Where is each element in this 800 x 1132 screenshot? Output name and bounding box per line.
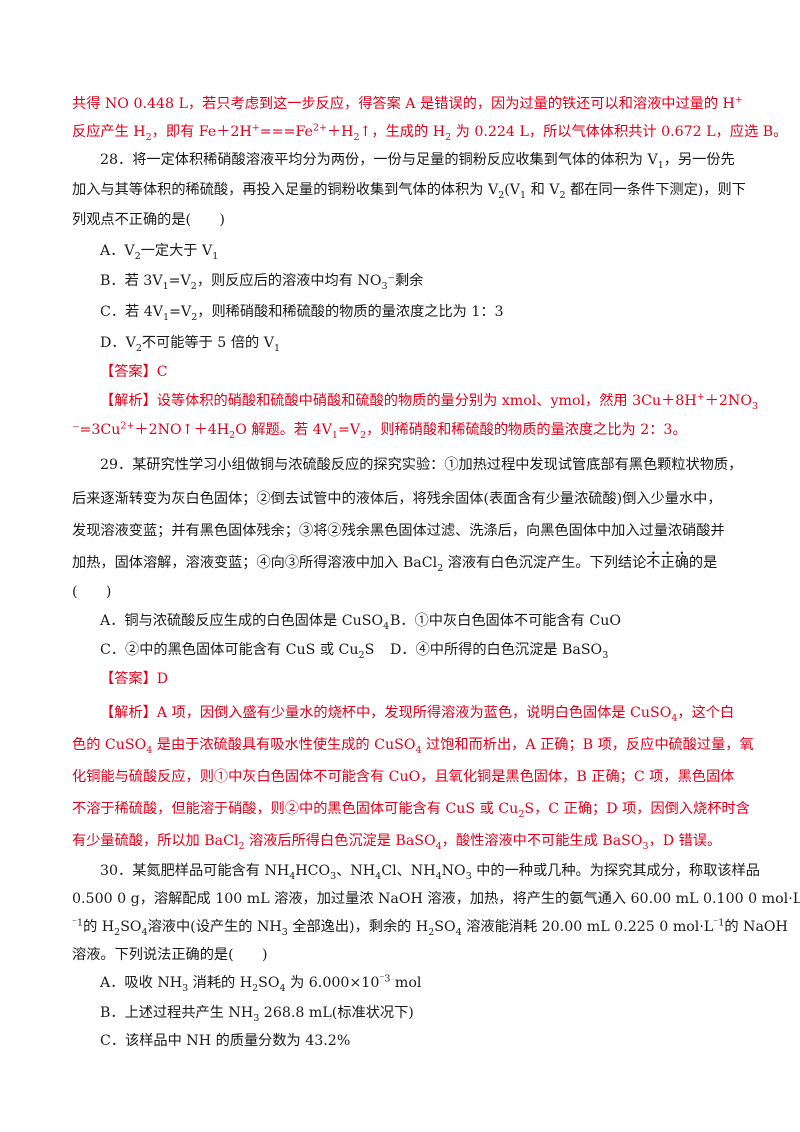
q29-explanation-line-1: 【解析】A 项，因倒入盛有少量水的烧杯中，发现所得溶液为蓝色，说明白色固体是 C… bbox=[100, 705, 735, 724]
q30-stem-line-3: ⁻1的 H2SO4溶液中(设产生的 NH3 全部逸出)，剩余的 H2SO4 溶液… bbox=[72, 917, 788, 938]
q29-explanation-line-3: 化铜能与硫酸反应，则①中灰白色固体不可能含有 CuO，且氧化铜是黑色固体，B 正… bbox=[72, 769, 735, 785]
q30-option-a: A．吸收 NH3 消耗的 H2SO4 为 6.000×10⁻3 mol bbox=[100, 973, 422, 994]
q28-stem-line-2: 加入与其等体积的稀硫酸，再投入足量的铜粉收集到气体的体积为 V2(V1 和 V2… bbox=[72, 182, 746, 201]
q29-stem-line-4: 加热，固体溶解，溶液变蓝；④向③所得溶液中加入 BaCl2 溶液有白色沉淀产生。… bbox=[72, 553, 717, 573]
q28-stem-line-3: 列观点不正确的是( ) bbox=[72, 212, 225, 228]
q29-option-a: A．铜与浓硫酸反应生成的白色固体是 CuSO4 bbox=[100, 613, 390, 632]
q29-explanation-line-2: 色的 CuSO4 是由于浓硫酸具有吸水性使生成的 CuSO4 过饱和而析出，A … bbox=[72, 737, 754, 756]
q29-stem-line-3: 发现溶液变蓝；并有黑色固体残余；③将②残余黑色固体过滤、洗涤后，向黑色固体中加入… bbox=[72, 523, 725, 539]
q28-option-b: B．若 3V1=V2，则反应后的溶液中均有 NO3⁻剩余 bbox=[100, 273, 424, 292]
q29-explanation-line-4: 不溶于稀硫酸，但能溶于硝酸，则②中的黑色固体可能含有 CuS 或 Cu2S，C … bbox=[72, 801, 750, 820]
prev-explanation-line-2: 反应产生 H2，即有 Fe＋2H+===Fe2+＋H2↑，生成的 H2 为 0.… bbox=[72, 122, 788, 143]
q30-stem-line-1: 30．某氮肥样品可能含有 NH4HCO3、NH4Cl、NH4NO3 中的一种或几… bbox=[100, 863, 760, 882]
q29-stem-line-1: 29．某研究性学习小组做铜与浓硫酸反应的探究实验：①加热过程中发现试管底部有黑色… bbox=[100, 457, 743, 473]
q28-stem-line-1: 28．将一定体积稀硝酸溶液平均分为两份，一份与足量的铜粉反应收集到气体的体积为 … bbox=[100, 152, 735, 171]
q28-explanation-line-1: 【解析】设等体积的硝酸和硫酸中硝酸和硫酸的物质的量分别为 xmol、ymol，然… bbox=[100, 391, 758, 412]
q29-option-d: D．④中所得的白色沉淀是 BaSO3 bbox=[390, 642, 609, 661]
q29-options-row-1: A．铜与浓硫酸反应生成的白色固体是 CuSO4 bbox=[100, 611, 389, 631]
q29-option-b: B．①中灰白色固体不可能含有 CuO bbox=[390, 613, 621, 629]
q29-answer: 【答案】D bbox=[100, 671, 169, 687]
q30-stem-line-4: 溶液。下列说法正确的是( ) bbox=[72, 947, 268, 963]
q29-option-c: C．②中的黑色固体可能含有 CuS 或 Cu2S bbox=[100, 642, 375, 661]
q28-answer: 【答案】C bbox=[100, 364, 168, 380]
q30-option-b: B．上述过程共产生 NH3 268.8 mL(标准状况下) bbox=[100, 1005, 414, 1024]
q29-explanation-line-5: 有少量硫酸，所以加 BaCl2 溶液后所得白色沉淀是 BaSO4，酸性溶液中不可… bbox=[72, 833, 722, 852]
prev-explanation-line-1: 共得 NO 0.448 L，若只考虑到这一步反应，得答案 A 是错误的，因为过量… bbox=[72, 94, 743, 112]
q29-stem-line-5: ( ) bbox=[72, 584, 112, 600]
q28-option-c: C．若 4V1=V2，则稀硝酸和稀硫酸的物质的量浓度之比为 1：3 bbox=[100, 304, 504, 323]
q30-stem-line-2: 0.500 0 g，溶解配成 100 mL 溶液，加过量浓 NaOH 溶液，加热… bbox=[72, 891, 800, 907]
q30-option-c: C．该样品中 NH 的质量分数为 43.2% bbox=[100, 1033, 351, 1049]
q28-option-d: D．V2不可能等于 5 倍的 V1 bbox=[100, 335, 281, 354]
q28-option-a: A．V2一定大于 V1 bbox=[100, 243, 219, 262]
q29-stem-line-2: 后来逐渐转变为灰白色固体；②倒去试管中的液体后，将残余固体(表面含有少量浓硫酸)… bbox=[72, 491, 722, 507]
q28-explanation-line-2: ⁻=3Cu2+＋2NO↑＋4H2O 解题。若 4V1=V2，则稀硝酸和稀硫酸的物… bbox=[72, 420, 687, 441]
